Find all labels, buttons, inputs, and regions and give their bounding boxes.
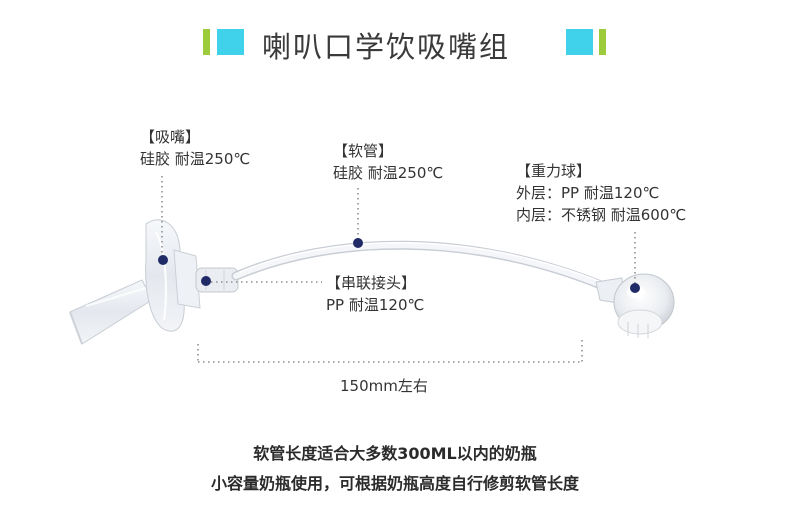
dot-tube [353, 238, 363, 248]
dot-mouthpiece [158, 255, 168, 265]
weight-ball-illustration [595, 273, 675, 338]
title-deco-cyan-left [217, 29, 244, 55]
note-line-1: 软管长度适合大多数300ML以内的奶瓶 [253, 444, 537, 463]
label-connector: 【串联接头】 PP 耐温120℃ [326, 272, 424, 316]
connector-illustration [195, 267, 239, 293]
dot-connector [201, 276, 211, 286]
dimension-label: 150mm左右 [340, 377, 428, 395]
label-connector-desc: PP 耐温120℃ [326, 296, 425, 314]
title-deco-cyan-right [566, 29, 593, 55]
label-weight-ball-inner: 内层：不锈钢 耐温600℃ [516, 206, 687, 224]
note-line-2: 小容量奶瓶使用，可根据奶瓶高度自行修剪软管长度 [210, 474, 579, 493]
label-mouthpiece: 【吸嘴】 硅胶 耐温250℃ [140, 126, 250, 170]
label-connector-name: 【串联接头】 [326, 274, 417, 292]
label-tube: 【软管】 硅胶 耐温250℃ [333, 140, 443, 184]
tube-illustration [231, 240, 613, 293]
label-weight-ball: 【重力球】 外层：PP 耐温120℃ 内层：不锈钢 耐温600℃ [516, 160, 686, 226]
dot-weight-ball [630, 283, 640, 293]
title-deco-green-left [203, 29, 210, 55]
label-tube-desc: 硅胶 耐温250℃ [333, 164, 444, 182]
leader-lines [161, 176, 636, 364]
mouthpiece-illustration [69, 219, 201, 345]
label-mouthpiece-name: 【吸嘴】 [140, 128, 201, 146]
page-title: 喇叭口学饮吸嘴组 [262, 30, 511, 64]
title-deco-green-right [599, 29, 606, 55]
label-tube-name: 【软管】 [333, 142, 394, 160]
title-bar: 喇叭口学饮吸嘴组 [0, 18, 790, 68]
label-weight-ball-outer: 外层：PP 耐温120℃ [516, 184, 660, 202]
label-mouthpiece-desc: 硅胶 耐温250℃ [140, 150, 251, 168]
label-weight-ball-name: 【重力球】 [516, 162, 592, 180]
callout-dots [158, 238, 640, 293]
